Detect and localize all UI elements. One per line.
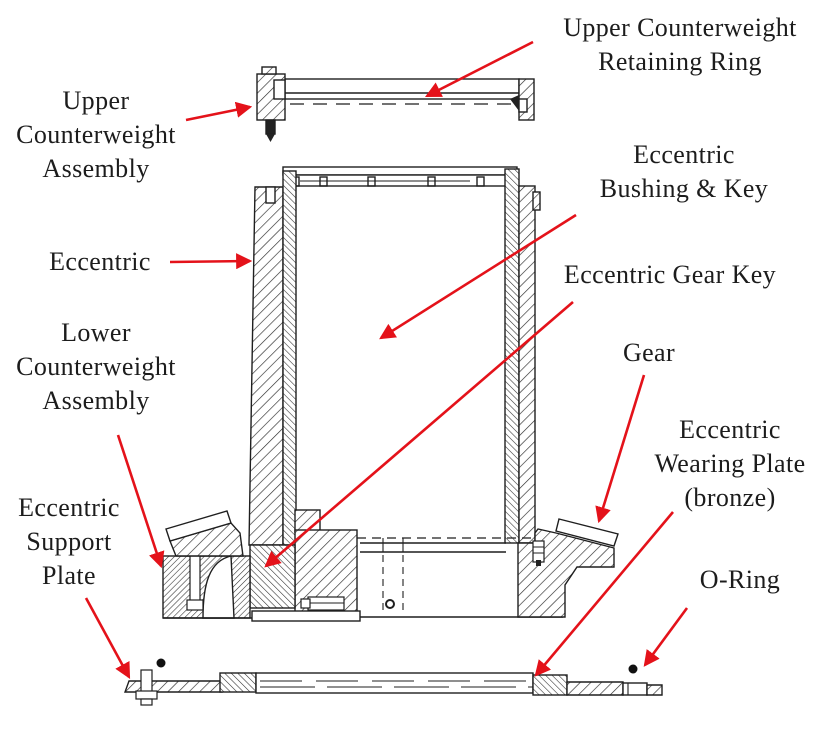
eccentric-body [248,166,541,546]
arrow-upper-counterweight-retaining-ring [424,40,534,98]
arrow-upper-counterweight-assembly [185,101,253,122]
label-line: Plate [42,561,96,590]
arrow-lower-counterweight-assembly [116,434,165,569]
eccentric-bushing-left [282,170,297,546]
label-line: Support [26,527,112,556]
label-line: O-Ring [699,565,781,594]
label-line: Counterweight [16,352,176,381]
label-eccentric: Eccentric [49,245,151,279]
label-upper-counterweight-retaining-ring: Upper Counterweight Retaining Ring [563,11,797,79]
label-eccentric-bushing-key: Eccentric Bushing & Key [600,138,768,206]
arrow-eccentric-wearing-plate [534,511,674,677]
gear-web-hole [385,599,395,609]
label-line: Lower [61,318,131,347]
arrow-eccentric-bushing-key [379,213,577,340]
support-plate-bar [124,680,223,693]
arrow-eccentric [169,253,253,270]
label-line: Retaining Ring [598,47,762,76]
label-eccentric-support-plate: Eccentric Support Plate [18,491,120,593]
eccentric-support-plate [124,658,663,706]
label-line: Eccentric [18,493,120,522]
arrow-eccentric-gear-key [264,301,574,568]
arrow-eccentric-support-plate [84,597,131,679]
label-line: Assembly [42,386,150,415]
label-line: Bushing & Key [599,174,769,203]
eccentric-right-wall [518,185,536,544]
label-line: Upper [62,86,130,115]
leader-arrows [84,40,689,679]
arrow-gear [595,374,646,524]
lower-counterweight-assembly [162,509,361,622]
label-line: Eccentric [49,247,151,276]
label-o-ring: O-Ring [700,563,780,597]
counterweight-pin [265,119,276,135]
label-line: Eccentric Gear Key [563,260,777,289]
upper-counterweight-assembly [256,66,535,142]
label-upper-counterweight-assembly: Upper Counterweight Assembly [16,84,176,186]
label-line: Eccentric [679,415,781,444]
label-eccentric-gear-key: Eccentric Gear Key [564,258,776,292]
label-line: Wearing Plate [654,449,806,478]
label-line: Assembly [42,154,150,183]
label-gear: Gear [623,336,675,370]
label-line: Counterweight [16,120,176,149]
gear-section [297,518,619,618]
eccentric-wearing-plate [555,518,619,547]
label-line: (bronze) [684,483,776,512]
o-ring-dot-left [156,658,166,668]
wearing-plate-section [532,674,568,696]
label-lower-counterweight-assembly: Lower Counterweight Assembly [16,316,176,418]
retaining-ring-bar [282,78,520,100]
arrow-o-ring [643,607,689,667]
label-line: Eccentric [633,140,735,169]
eccentric-gear-key [249,544,296,609]
o-ring-dot-right [628,664,638,674]
eccentric-left-wall [248,186,284,546]
label-eccentric-wearing-plate: Eccentric Wearing Plate (bronze) [654,413,805,515]
label-line: Upper Counterweight [563,13,797,42]
counterweight-flange [165,510,232,542]
label-line: Gear [622,338,676,367]
